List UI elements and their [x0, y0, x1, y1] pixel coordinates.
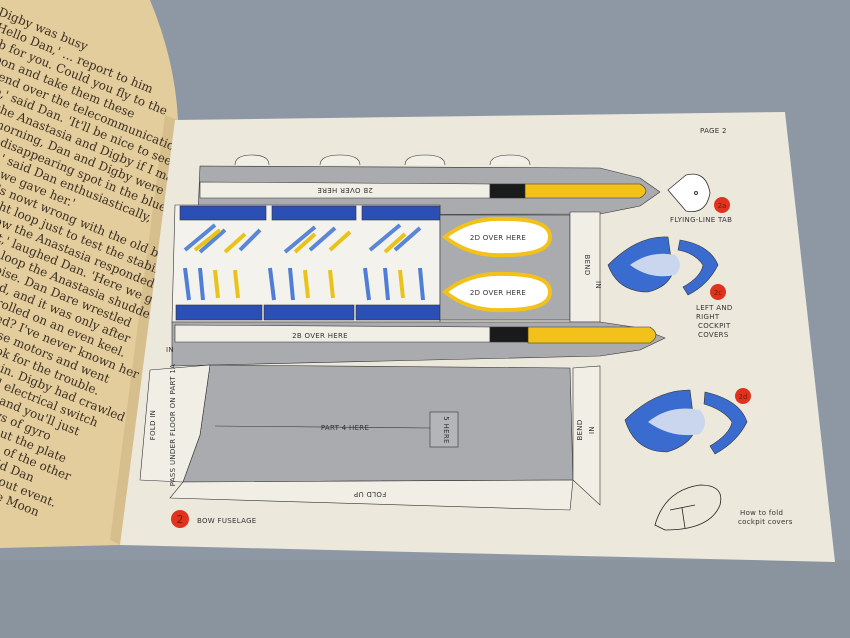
yellow-stripe-top [524, 183, 647, 199]
cockpit-label-line3: COCKPIT [698, 322, 731, 330]
cockpit-cover-1: 2c LEFT AND RIGHT COCKPIT COVERS [607, 236, 733, 339]
black-band [489, 326, 529, 343]
yellow-stripe-bottom [527, 326, 657, 344]
howto-line1: How to fold [740, 509, 783, 517]
label-2d-over-here-lower: 2D OVER HERE [470, 289, 526, 297]
badge-2d [735, 388, 751, 404]
page-number: PAGE 2 [700, 127, 727, 135]
howto-line2: cockpit covers [738, 518, 793, 526]
window-panel [171, 204, 441, 323]
how-to-fold-diagram: How to fold cockpit covers [654, 484, 793, 531]
window-frame [355, 304, 441, 321]
badge-2d-text: 2d [739, 393, 748, 401]
black-band [489, 183, 526, 199]
badge-2c-text: 2c [714, 289, 722, 297]
badge-2a-text: 2a [718, 202, 727, 210]
bend-strip-lower [572, 365, 601, 506]
glue-tab [489, 154, 531, 166]
floor-panel [182, 364, 574, 483]
label-fold-in: FOLD IN [149, 410, 157, 440]
window-frame [263, 304, 355, 321]
label-bend-upper: BEND [583, 254, 591, 275]
fold-diagram-shape [654, 484, 722, 531]
cockpit-cover-2: 2d [624, 388, 751, 455]
table-shadow [0, 560, 850, 638]
cockpit-cover-glass-2 [648, 408, 705, 436]
part-title: BOW FUSELAGE [197, 517, 257, 525]
here-box [429, 411, 459, 448]
cockpit-label-line4: COVERS [698, 331, 729, 339]
label-2b-over-here-top: 2B OVER HERE [317, 186, 373, 194]
part-number: 2 [177, 513, 184, 526]
glue-tab [234, 154, 270, 166]
label-tab-in: IN [166, 346, 174, 354]
label-bend-lower: BEND [576, 419, 584, 440]
flying-line-tab: 2a FLYING-LINE TAB [667, 173, 732, 224]
label-here-box: 5 HERE [442, 416, 450, 443]
label-in-lower: IN [588, 426, 596, 434]
window-frame [361, 205, 441, 221]
cockpit-label-line2: RIGHT [696, 313, 720, 321]
part-number-badge [171, 510, 189, 528]
badge-2a [714, 197, 730, 213]
bow-fuselage-cutout [139, 154, 666, 511]
glue-tab [404, 154, 446, 166]
window-frame [179, 205, 267, 221]
badge-2c [710, 284, 726, 300]
window-frame [271, 205, 357, 221]
label-fold-up: FOLD UP [354, 490, 387, 498]
cockpit-cover-glass [630, 253, 680, 277]
label-2d-over-here-upper: 2D OVER HERE [470, 234, 526, 242]
part4-guide-line [214, 425, 431, 429]
cockpit-cover-right-2 [703, 391, 748, 455]
window-frame [175, 304, 263, 321]
flying-line-tab-label: FLYING-LINE TAB [670, 216, 732, 224]
cockpit-cover-right [677, 239, 719, 296]
label-in-upper: IN [594, 281, 602, 289]
fold-diagram-lines [669, 504, 696, 529]
flying-line-tab-shape [667, 173, 711, 212]
label-2b-over-here-bottom: 2B OVER HERE [292, 332, 348, 340]
glue-tab [319, 154, 361, 166]
label-part4-here: PART 4 HERE [321, 424, 369, 432]
window-streaks [183, 223, 425, 301]
cockpit-label-line1: LEFT AND [696, 304, 733, 312]
page-gutter [110, 115, 178, 545]
tab-hole [694, 191, 698, 195]
fold-up-strip [169, 479, 574, 511]
cockpit-window-upper [441, 216, 553, 258]
fold-in-flap [139, 364, 211, 483]
cockpit-window-lower [441, 271, 553, 313]
label-pass-under: PASS UNDER FLOOR ON PART 1A [169, 364, 177, 486]
